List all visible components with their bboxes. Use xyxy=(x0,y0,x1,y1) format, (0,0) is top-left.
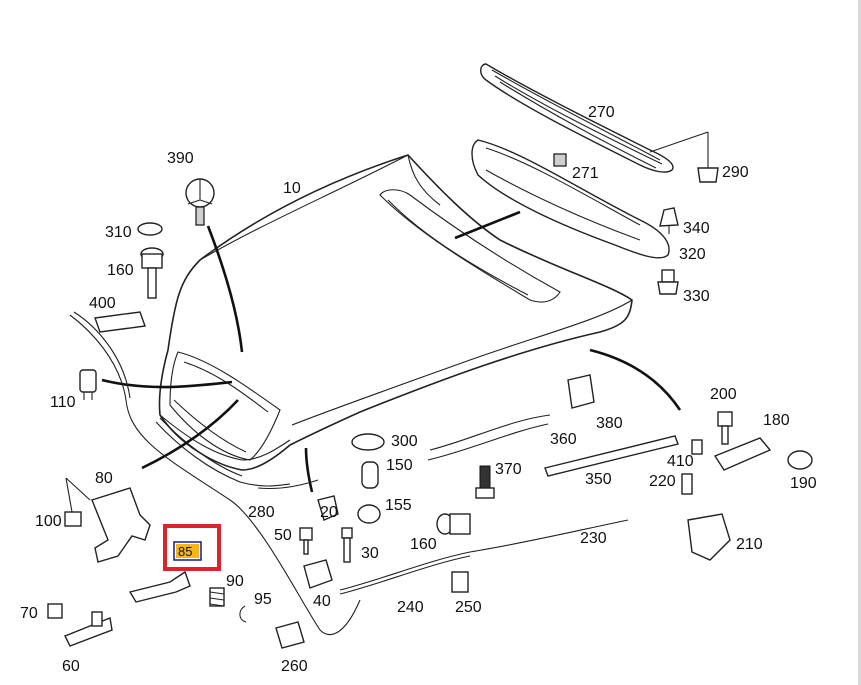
grommet-110 xyxy=(79,369,97,400)
label-95: 95 xyxy=(254,591,272,608)
label-70: 70 xyxy=(20,605,38,622)
pin-410 xyxy=(691,439,703,455)
label-100: 100 xyxy=(35,513,62,530)
label-310: 310 xyxy=(105,224,132,241)
label-340: 340 xyxy=(683,220,710,237)
bolt-100 xyxy=(64,511,82,527)
clip-95 xyxy=(239,605,247,623)
star-emblem-390 xyxy=(185,178,215,226)
highlight-fill xyxy=(176,544,199,558)
label-200: 200 xyxy=(710,386,737,403)
connector-250 xyxy=(451,571,469,593)
bolt-220 xyxy=(681,473,693,495)
label-300: 300 xyxy=(391,433,418,450)
part-labels: 10 20 30 40 50 60 70 80 90 95 100 110 15… xyxy=(20,104,817,675)
label-350: 350 xyxy=(585,471,612,488)
clip-370 xyxy=(475,465,495,499)
label-370: 370 xyxy=(495,461,522,478)
bolt-330 xyxy=(657,269,679,295)
highlight-frame xyxy=(163,524,221,571)
label-271: 271 xyxy=(572,165,599,182)
bolt-190 xyxy=(787,450,813,470)
hinge-85 xyxy=(128,570,191,603)
block-380 xyxy=(567,374,595,409)
latch-40 xyxy=(303,559,333,589)
clip-340 xyxy=(659,207,679,234)
label-50: 50 xyxy=(274,527,292,544)
label-400: 400 xyxy=(89,295,116,312)
screw-290 xyxy=(649,131,719,183)
highlight-85 xyxy=(163,524,221,571)
assembly-arrows xyxy=(101,210,682,493)
clip-271 xyxy=(553,153,567,167)
bolt-200 xyxy=(717,411,733,445)
latch-20 xyxy=(317,495,339,521)
label-85: 85 xyxy=(178,544,192,559)
label-60: 60 xyxy=(62,658,80,675)
handle-210 xyxy=(687,513,731,561)
bumper-160-mid xyxy=(436,513,471,535)
clip-150 xyxy=(361,461,379,489)
label-155: 155 xyxy=(385,497,412,514)
label-250: 250 xyxy=(455,599,482,616)
cap-155 xyxy=(357,504,381,524)
highlight-text-box xyxy=(173,541,202,561)
bolt-30 xyxy=(341,527,353,563)
spring-90 xyxy=(209,587,225,607)
cable-230-240 xyxy=(339,519,629,595)
bolt-70 xyxy=(47,603,63,619)
label-160-mid: 160 xyxy=(410,536,437,553)
label-40: 40 xyxy=(313,593,331,610)
bracket-60 xyxy=(64,611,113,647)
label-20: 20 xyxy=(320,504,338,521)
label-180: 180 xyxy=(763,412,790,429)
hinge-80 xyxy=(65,477,151,563)
label-410: 410 xyxy=(667,453,694,470)
label-230: 230 xyxy=(580,530,607,547)
bolt-50 xyxy=(299,527,313,555)
part-360 xyxy=(427,414,551,461)
label-30: 30 xyxy=(361,545,379,562)
label-150: 150 xyxy=(386,457,413,474)
emblem-300 xyxy=(351,433,385,451)
catch-180 xyxy=(713,437,772,471)
release-cable-left xyxy=(69,311,361,635)
label-210: 210 xyxy=(736,536,763,553)
label-220: 220 xyxy=(649,473,676,490)
grille-frame-320 xyxy=(471,139,670,259)
label-390: 390 xyxy=(167,150,194,167)
label-280: 280 xyxy=(248,504,275,521)
page-edge xyxy=(858,0,861,685)
label-160-top: 160 xyxy=(107,262,134,279)
strip-280 xyxy=(257,479,319,490)
label-270: 270 xyxy=(588,104,615,121)
part-260 xyxy=(275,621,305,649)
label-190: 190 xyxy=(790,475,817,492)
label-90: 90 xyxy=(226,573,244,590)
label-380: 380 xyxy=(596,415,623,432)
grille-270 xyxy=(480,63,674,173)
washer-310 xyxy=(137,222,163,236)
label-330: 330 xyxy=(683,288,710,305)
hood-panel xyxy=(155,154,633,487)
label-290: 290 xyxy=(722,164,749,181)
label-260: 260 xyxy=(281,658,308,675)
strut-350 xyxy=(544,435,679,477)
label-10: 10 xyxy=(283,180,301,197)
label-110: 110 xyxy=(50,394,76,411)
label-240: 240 xyxy=(397,599,424,616)
label-360: 360 xyxy=(550,431,577,448)
label-80: 80 xyxy=(95,470,113,487)
label-320: 320 xyxy=(679,246,706,263)
bumper-160-top xyxy=(140,247,164,299)
pad-400 xyxy=(94,311,146,333)
